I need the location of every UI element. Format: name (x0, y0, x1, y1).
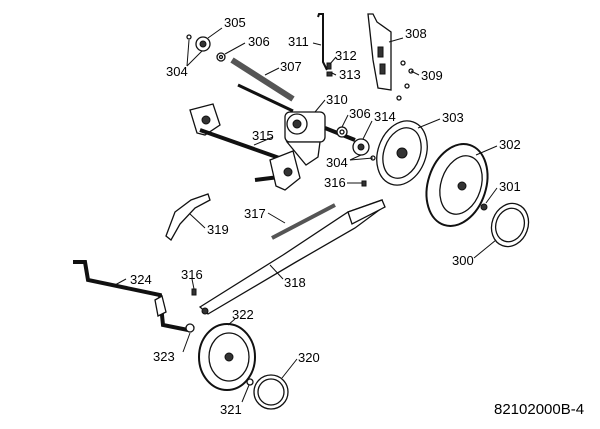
callout-labels: 305 306 304 307 311 312 313 308 309 310 … (130, 15, 521, 417)
part-312-spring (326, 62, 332, 70)
part-303-wheel-hub (376, 120, 428, 186)
label-311: 311 (288, 34, 309, 49)
label-322: 322 (232, 307, 254, 322)
part-322-front-wheel (198, 323, 256, 391)
part-306-washer (216, 52, 226, 62)
label-305: 305 (224, 15, 246, 30)
label-308: 308 (405, 26, 427, 41)
part-309-screws (396, 60, 414, 101)
label-304-a: 304 (166, 64, 188, 79)
part-321-washer (246, 378, 254, 386)
label-324: 324 (130, 272, 152, 287)
part-318-lever (198, 199, 386, 315)
part-307-worm-shaft (230, 57, 295, 113)
part-301-screw (480, 203, 488, 211)
label-310: 310 (326, 92, 348, 107)
label-302: 302 (499, 137, 521, 152)
label-315: 315 (252, 128, 274, 143)
part-313-nut (326, 71, 333, 77)
part-317-shaft (271, 203, 336, 240)
label-306-b: 306 (349, 106, 371, 121)
part-306-washer-b (336, 126, 348, 138)
part-314-gear (352, 138, 376, 161)
part-316-pin-a (361, 180, 367, 187)
label-303: 303 (442, 110, 464, 125)
label-300: 300 (452, 253, 474, 268)
label-304-b: 304 (326, 155, 348, 170)
label-301: 301 (499, 179, 521, 194)
label-321: 321 (220, 402, 242, 417)
part-320-hub-cap (253, 374, 289, 410)
diagram-reference-number: 82102000B-4 (494, 401, 584, 418)
label-312: 312 (335, 48, 357, 63)
label-320: 320 (298, 350, 320, 365)
label-323: 323 (153, 349, 175, 364)
part-324-axle-bar (73, 260, 189, 332)
leader-lines (114, 27, 498, 403)
part-323-washer (185, 323, 195, 333)
part-315-axle (189, 103, 301, 191)
label-319: 319 (207, 222, 229, 237)
part-305-gear (186, 34, 211, 52)
part-319-toothed-strip (165, 193, 211, 241)
part-308-bracket (367, 13, 392, 91)
label-316-a: 316 (324, 175, 346, 190)
part-302-rear-wheel (425, 143, 489, 227)
part-300-hub-cap (490, 202, 530, 248)
label-317: 317 (244, 206, 266, 221)
label-318: 318 (284, 275, 306, 290)
label-314: 314 (374, 109, 396, 124)
label-306-a: 306 (248, 34, 270, 49)
label-313: 313 (339, 67, 361, 82)
part-316-pin-b (191, 288, 197, 296)
label-307: 307 (280, 59, 302, 74)
label-309: 309 (421, 68, 443, 83)
part-311-rod (317, 13, 328, 71)
label-316-b: 316 (181, 267, 203, 282)
